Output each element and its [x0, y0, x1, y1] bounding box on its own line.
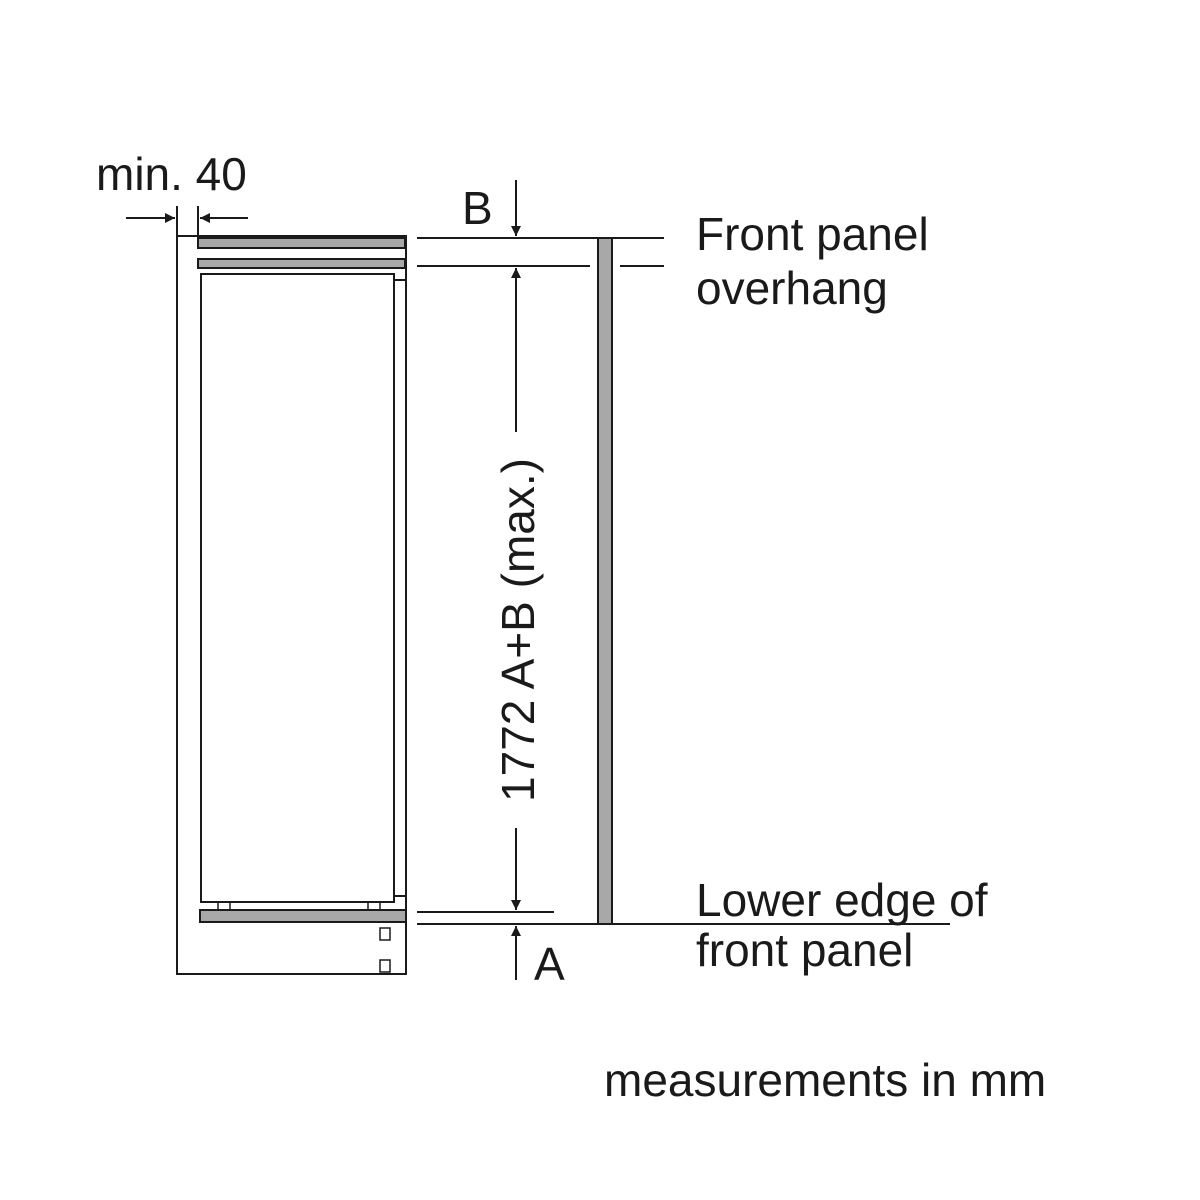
second-rail [197, 258, 406, 269]
plinth-marker-2 [379, 959, 391, 973]
height-dimension-label: 1772 A+B (max.) [492, 458, 544, 802]
units-note: measurements in mm [604, 1054, 1046, 1106]
niche-outline [176, 235, 407, 975]
appliance-side-edge [393, 279, 407, 897]
min-gap-label: min. 40 [96, 148, 247, 200]
lower-edge-label-line2: front panel [696, 924, 913, 976]
front-panel [597, 237, 613, 925]
top-rail [197, 237, 406, 249]
bottom-rail [199, 909, 407, 923]
plinth-marker-1 [379, 927, 391, 941]
a-marker-label: A [534, 938, 565, 990]
b-marker-label: B [462, 182, 493, 234]
front-panel-label-line1: Front panel [696, 208, 929, 260]
foot-left [217, 901, 231, 911]
appliance-body [200, 273, 395, 903]
foot-right [367, 901, 381, 911]
front-panel-label-line2: overhang [696, 262, 888, 314]
lower-edge-label-line1: Lower edge of [696, 874, 988, 926]
